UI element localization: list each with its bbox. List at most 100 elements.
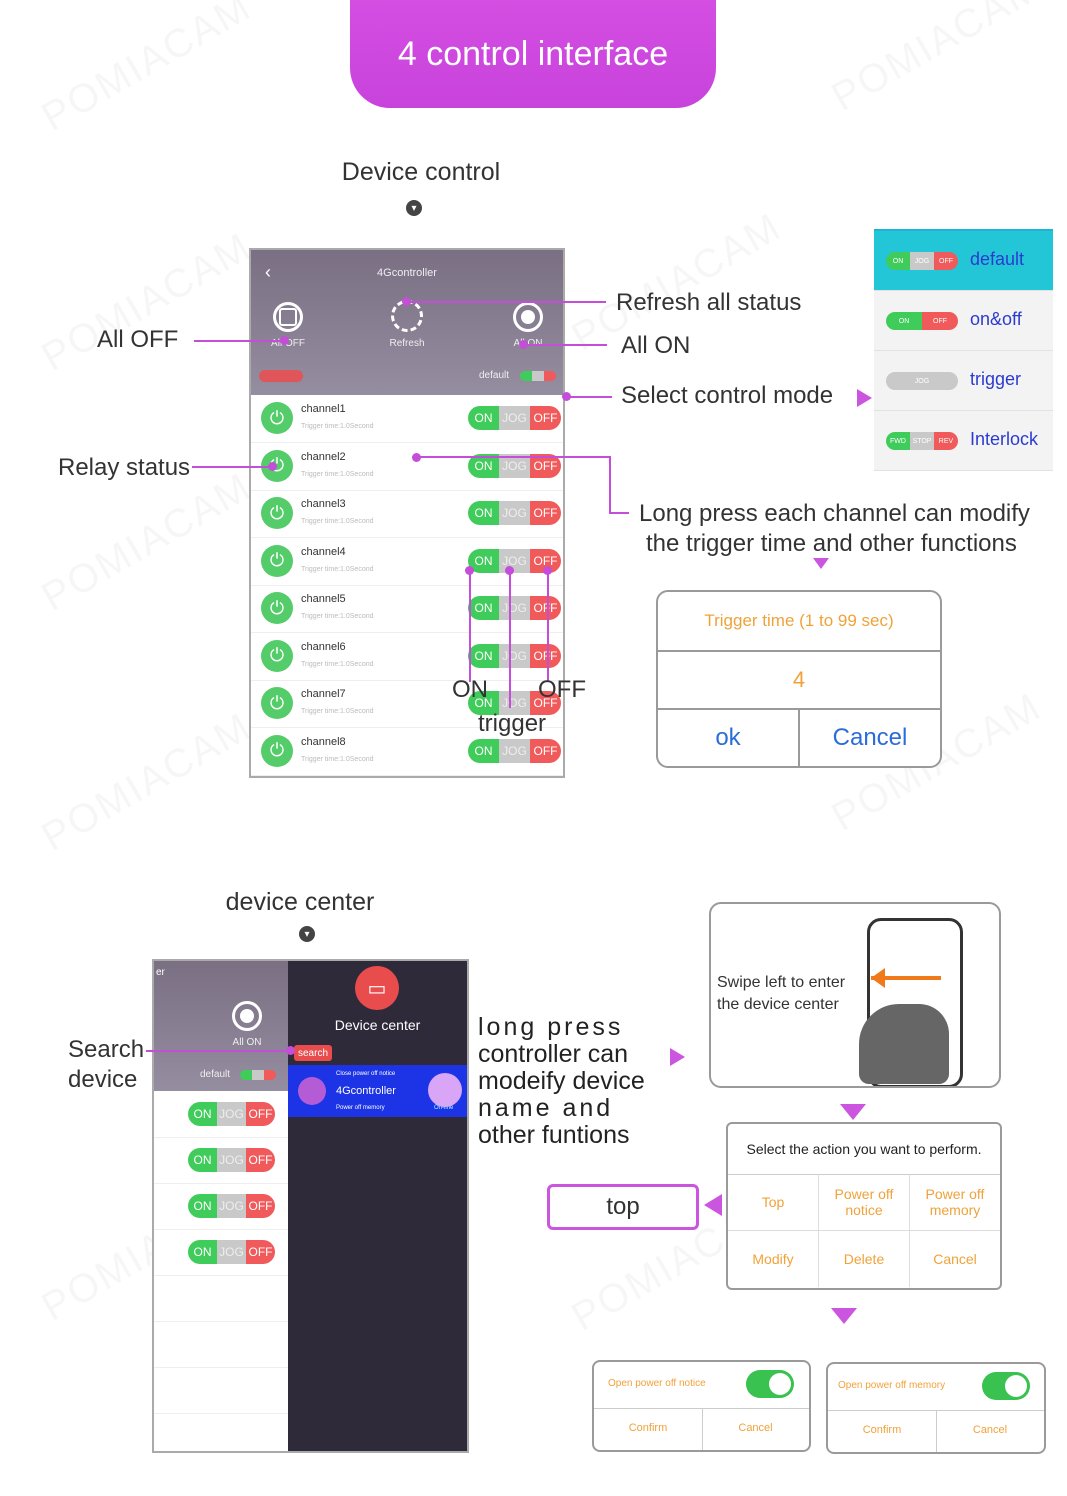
mode-label[interactable]: default (479, 370, 510, 381)
action-item[interactable]: Top (728, 1174, 819, 1231)
trigger-value-input[interactable]: 4 (658, 652, 940, 710)
off-button[interactable]: OFF (530, 643, 561, 668)
off-button[interactable]: OFF (530, 406, 561, 430)
section-title-device-control: Device control (341, 158, 501, 186)
jog-button[interactable]: JOG (499, 738, 530, 763)
mode-name: default (970, 249, 1025, 269)
cancel-button[interactable]: Cancel (738, 1422, 773, 1434)
action-item[interactable]: Modify (728, 1231, 819, 1287)
mode-label[interactable]: default (200, 1069, 231, 1080)
power-icon[interactable]: ⏻ (261, 687, 293, 719)
jog-button[interactable]: JOG (499, 406, 530, 430)
channel-row (154, 1413, 288, 1451)
on-button[interactable]: ON (468, 691, 499, 715)
memory-item[interactable]: Power off memory (336, 1105, 385, 1111)
jog-button[interactable]: JOG (217, 1102, 246, 1126)
power-icon[interactable]: ⏻ (261, 402, 293, 434)
action-item[interactable]: Power off memory (910, 1174, 1000, 1231)
mode-row-trigger[interactable]: JOG trigger (874, 351, 1053, 411)
action-item[interactable]: Power off notice (819, 1174, 910, 1231)
confirm-button[interactable]: Confirm (628, 1422, 668, 1434)
all-on-label: All ON (232, 1037, 262, 1048)
on-button[interactable]: ON (188, 1102, 217, 1126)
all-off-button[interactable] (273, 302, 303, 332)
jog-button[interactable]: JOG (217, 1194, 246, 1218)
device-card[interactable]: Close power off notice 4Gcontroller Powe… (288, 1065, 467, 1117)
all-on-button[interactable] (513, 302, 543, 332)
on-button[interactable]: ON (468, 643, 499, 668)
power-icon[interactable]: ⏻ (261, 639, 293, 672)
mode-mini-switch[interactable] (520, 371, 556, 381)
confirm-button[interactable]: Confirm (862, 1424, 902, 1436)
notice-toggle[interactable] (746, 1370, 794, 1398)
off-button[interactable]: OFF (530, 738, 561, 763)
cancel-button[interactable]: Cancel (832, 724, 908, 751)
on-button[interactable]: ON (188, 1194, 217, 1218)
jog-button[interactable]: JOG (499, 501, 530, 525)
all-on-button[interactable] (232, 1001, 262, 1031)
back-icon[interactable]: ‹ (265, 262, 271, 282)
jog-button[interactable]: JOG (499, 596, 530, 620)
on-button[interactable]: ON (468, 501, 499, 525)
power-icon[interactable]: ⏻ (261, 734, 293, 767)
search-button[interactable]: search (294, 1045, 332, 1061)
power-icon[interactable]: ⏻ (261, 544, 293, 577)
section-title-device-center: device center (225, 888, 375, 916)
on-button[interactable]: ON (188, 1240, 217, 1264)
off-button[interactable]: OFF (530, 501, 561, 525)
power-icon[interactable]: ⏻ (261, 449, 293, 482)
on-button[interactable]: ON (188, 1148, 217, 1172)
mode-name: on&off (970, 309, 1022, 329)
jog-button[interactable]: JOG (499, 691, 530, 715)
jog-button[interactable]: JOG (499, 548, 530, 573)
power-icon[interactable]: ⏻ (261, 497, 293, 529)
ok-button[interactable]: ok (658, 710, 800, 766)
screen-icon[interactable]: ▭ (355, 966, 399, 1010)
off-button[interactable]: OFF (530, 691, 561, 715)
jog-button[interactable]: JOG (499, 643, 530, 668)
on-button[interactable]: ON (468, 596, 499, 620)
action-item[interactable]: Cancel (933, 1251, 977, 1267)
off-button[interactable]: OFF (246, 1240, 275, 1264)
on-button[interactable]: ON (468, 738, 499, 763)
action-item[interactable]: Delete (819, 1231, 910, 1287)
jog-button[interactable]: JOG (217, 1240, 246, 1264)
off-button[interactable]: OFF (530, 596, 561, 620)
swipe-handle[interactable] (428, 1073, 462, 1107)
on-button[interactable]: ON (468, 406, 499, 430)
mode-mini-switch[interactable] (240, 1070, 276, 1080)
jog-button[interactable]: JOG (217, 1148, 246, 1172)
cancel-button[interactable]: Cancel (972, 1424, 1008, 1436)
off-button[interactable]: OFF (246, 1194, 275, 1218)
off-button[interactable]: OFF (246, 1148, 275, 1172)
off-button[interactable]: OFF (246, 1102, 275, 1126)
power-icon[interactable]: ⏻ (261, 592, 293, 624)
notice-item[interactable]: Close power off notice (336, 1071, 396, 1077)
memory-toggle[interactable] (982, 1372, 1030, 1400)
